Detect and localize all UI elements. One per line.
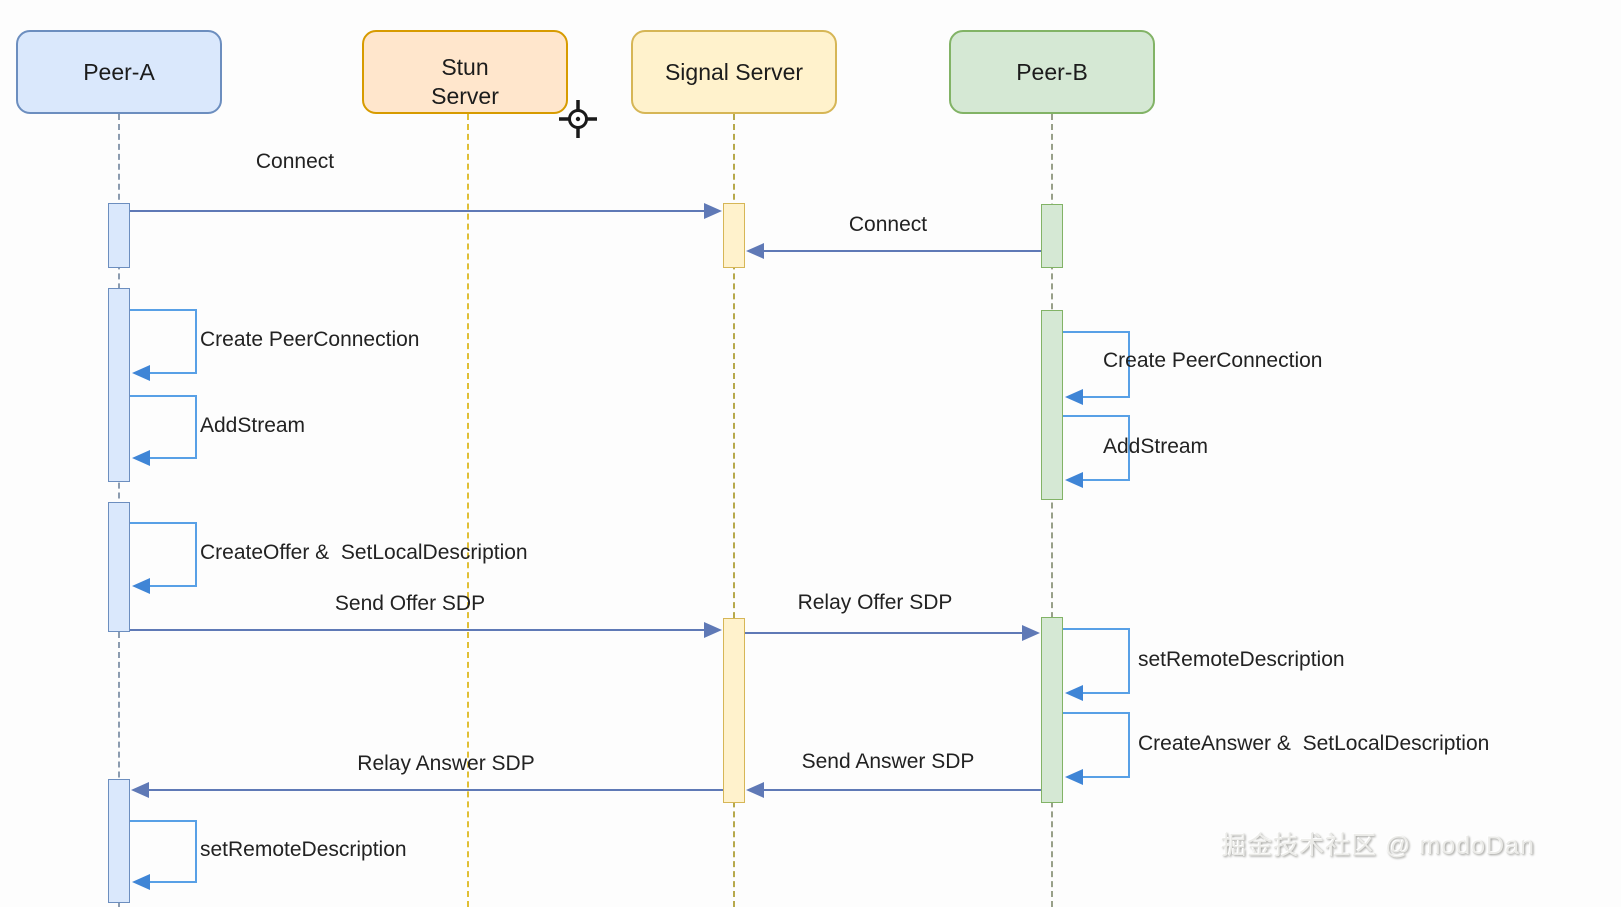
message-arrow-relay-answer-sdp <box>131 782 723 798</box>
actor-label-signal-server: Signal Server <box>664 58 804 85</box>
activation-bar-peer-a-3 <box>108 502 130 632</box>
self-label-peer-a-createoffer: CreateOffer & SetLocalDescription <box>200 541 528 564</box>
self-call-arrow-peer-b-setremotedescription <box>1063 628 1130 701</box>
activation-bar-peer-a-4 <box>108 779 130 903</box>
message-label-connect-a: Connect <box>255 150 335 173</box>
self-label-peer-a-create-peerconnection: Create PeerConnection <box>200 328 420 351</box>
activation-bar-peer-a-1 <box>108 203 130 268</box>
message-label-connect-b: Connect <box>848 213 928 236</box>
self-label-peer-b-create-peerconnection: Create PeerConnection <box>1103 349 1323 372</box>
lifeline-peer-b <box>1051 114 1053 907</box>
actor-box-peer-b: Peer-B <box>949 30 1155 114</box>
actor-label-peer-a: Peer-A <box>83 58 155 85</box>
message-label-relay-answer-sdp: Relay Answer SDP <box>357 752 535 775</box>
activation-bar-signal-2 <box>723 618 745 803</box>
self-call-arrow-peer-a-create-peerconnection <box>130 309 197 381</box>
actor-box-peer-a: Peer-A <box>16 30 222 114</box>
activation-bar-signal-1 <box>723 203 745 268</box>
message-arrow-connect-peer-b-to-signal <box>746 243 1041 259</box>
message-label-send-offer-sdp: Send Offer SDP <box>334 592 486 615</box>
lifeline-signal-server <box>733 114 735 907</box>
self-call-arrow-peer-a-createoffer <box>130 522 197 594</box>
activation-bar-peer-b-3 <box>1041 617 1063 803</box>
message-arrow-send-offer-sdp <box>130 622 722 638</box>
watermark-text: 掘金技术社区 @ modoDan <box>1221 832 1535 860</box>
self-call-arrow-peer-b-create-peerconnection <box>1063 331 1130 405</box>
self-label-peer-b-setremotedescription: setRemoteDescription <box>1138 648 1345 671</box>
message-arrow-send-answer-sdp <box>746 782 1041 798</box>
self-label-peer-a-setremotedescription: setRemoteDescription <box>200 838 407 861</box>
message-arrow-relay-offer-sdp <box>745 625 1040 641</box>
self-call-arrow-peer-a-setremotedescription <box>130 820 197 890</box>
actor-label-peer-b: Peer-B <box>1016 58 1088 85</box>
lifeline-stun-server <box>467 114 469 907</box>
activation-bar-peer-b-2 <box>1041 310 1063 500</box>
activation-bar-peer-b-1 <box>1041 204 1063 268</box>
self-call-arrow-peer-b-createanswer <box>1063 712 1130 785</box>
actor-box-stun-server: Stun Server <box>362 30 568 114</box>
crosshair-cursor-icon <box>559 100 597 138</box>
message-arrow-connect-peer-a-to-signal <box>130 203 722 219</box>
self-label-peer-a-addstream: AddStream <box>200 414 306 437</box>
self-call-arrow-peer-b-addstream <box>1063 415 1130 488</box>
self-label-peer-b-addstream: AddStream <box>1103 435 1209 458</box>
actor-box-signal-server: Signal Server <box>631 30 837 114</box>
self-label-peer-b-createanswer: CreateAnswer & SetLocalDescription <box>1138 732 1490 755</box>
message-label-relay-offer-sdp: Relay Offer SDP <box>797 591 953 614</box>
activation-bar-peer-a-2 <box>108 288 130 482</box>
self-call-arrow-peer-a-addstream <box>130 395 197 466</box>
actor-label-stun-server: Stun Server <box>431 54 499 109</box>
message-label-send-answer-sdp: Send Answer SDP <box>801 750 975 773</box>
